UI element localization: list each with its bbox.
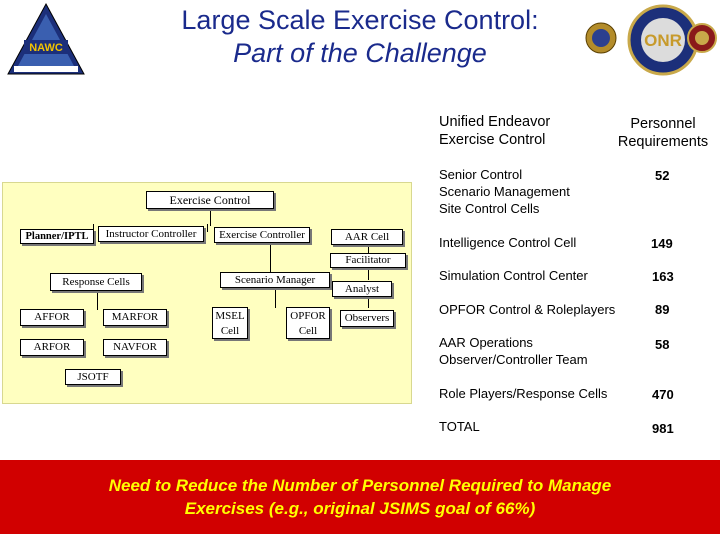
arfor-box: ARFOR bbox=[20, 339, 84, 356]
table-row-value: 470 bbox=[652, 387, 674, 402]
table-row-label: Intelligence Control Cell bbox=[439, 235, 577, 250]
table-row-label: Senior Control Scenario Management Site … bbox=[439, 166, 570, 217]
msel-cell-line: MSEL bbox=[215, 310, 245, 322]
onr-logo-icon: ONR bbox=[585, 4, 717, 76]
table-row-value: 58 bbox=[655, 337, 670, 352]
table-row-label: AAR Operations Observer/Controller Team bbox=[439, 334, 588, 368]
opfor-cell-line: OPFOR bbox=[290, 310, 326, 322]
observers-box: Observers bbox=[340, 310, 394, 327]
banner-line-2: Exercises (e.g., original JSIMS goal of … bbox=[184, 499, 536, 518]
table-row-value: 981 bbox=[652, 421, 674, 436]
analyst-box: Analyst bbox=[332, 281, 392, 297]
opfor-cell-line: Cell bbox=[298, 325, 318, 337]
row-label-line: AAR Operations bbox=[439, 335, 533, 350]
connector-line bbox=[97, 289, 98, 310]
instructor-controller-box: Instructor Controller bbox=[98, 226, 204, 242]
table-row-label: Role Players/Response Cells bbox=[439, 386, 608, 401]
connector-line bbox=[368, 244, 369, 256]
onr-logo-text: ONR bbox=[644, 31, 682, 50]
connector-line bbox=[207, 224, 208, 232]
nawc-logo-icon: NAWC bbox=[6, 2, 86, 78]
column-header-line: Requirements bbox=[617, 134, 709, 150]
column-header-line: Personnel bbox=[630, 116, 696, 132]
row-label-line: Senior Control bbox=[439, 167, 523, 182]
connector-line bbox=[93, 224, 94, 232]
table-row-value: 89 bbox=[655, 302, 670, 317]
table-row-label: OPFOR Control & Roleplayers bbox=[439, 302, 616, 317]
banner-line-1: Need to Reduce the Number of Personnel R… bbox=[108, 476, 612, 495]
affor-box: AFFOR bbox=[20, 309, 84, 326]
connector-line bbox=[368, 296, 369, 308]
connector-line bbox=[270, 241, 271, 272]
title-line-2: Part of the Challenge bbox=[233, 38, 487, 68]
column-header-personnel: Personnel Requirements bbox=[608, 115, 718, 151]
jsotf-box: JSOTF bbox=[65, 369, 121, 385]
connector-line bbox=[368, 266, 369, 280]
exercise-control-box: Exercise Control bbox=[146, 191, 274, 209]
facilitator-box: Facilitator bbox=[330, 253, 406, 268]
row-label-line: Observer/Controller Team bbox=[439, 352, 588, 367]
scenario-manager-box: Scenario Manager bbox=[220, 272, 330, 288]
connector-line bbox=[210, 207, 211, 226]
nawc-logo-text: NAWC bbox=[29, 42, 63, 54]
msel-cell-line: Cell bbox=[220, 325, 240, 337]
opfor-cell-box: OPFOR Cell bbox=[286, 307, 330, 339]
table-row-value: 163 bbox=[652, 269, 674, 284]
column-header-line: Exercise Control bbox=[439, 132, 546, 148]
column-header-exercise-control: Unified Endeavor Exercise Control bbox=[439, 113, 550, 149]
table-row-value: 149 bbox=[651, 236, 673, 251]
table-row-label: TOTAL bbox=[439, 419, 480, 434]
connector-line bbox=[275, 286, 276, 308]
marfor-box: MARFOR bbox=[103, 309, 167, 326]
exercise-controller-box: Exercise Controller bbox=[214, 227, 310, 243]
bottom-banner bbox=[0, 460, 720, 534]
row-label-line: Site Control Cells bbox=[439, 201, 540, 216]
column-header-line: Unified Endeavor bbox=[439, 114, 551, 130]
aar-cell-box: AAR Cell bbox=[331, 229, 403, 245]
title-line-1: Large Scale Exercise Control: bbox=[181, 5, 539, 35]
table-row-value: 52 bbox=[655, 168, 670, 183]
response-cells-box: Response Cells bbox=[50, 273, 142, 291]
table-row-label: Simulation Control Center bbox=[439, 268, 588, 283]
row-label-line: Scenario Management bbox=[439, 184, 570, 199]
msel-cell-box: MSEL Cell bbox=[212, 307, 248, 339]
navfor-box: NAVFOR bbox=[103, 339, 167, 356]
planner-iptl-box: Planner/IPTL bbox=[20, 229, 94, 244]
